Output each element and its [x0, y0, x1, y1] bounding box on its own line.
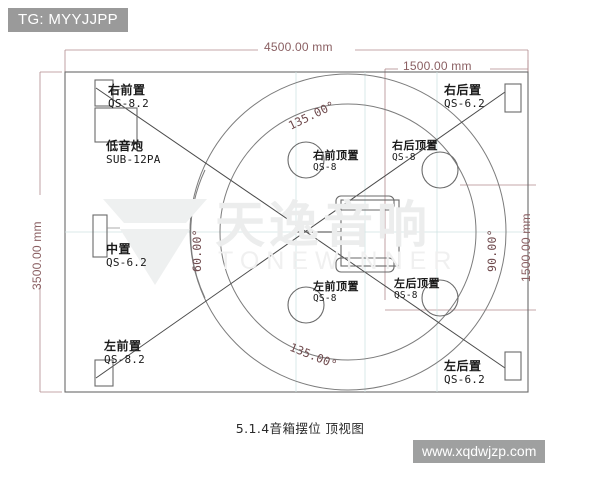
label-left-rear-name: 左后置	[444, 359, 482, 373]
label-right-front-model: QS-8.2	[108, 96, 149, 110]
label-right-rear: 右后置 QS-6.2	[444, 84, 485, 109]
axis-lines	[95, 87, 506, 379]
dimension-room-width: 4500.00 mm	[264, 40, 333, 54]
label-right-rear-top-model: QS-8	[392, 151, 416, 163]
angle-label-front-left: 60.00°	[190, 229, 204, 272]
speaker-boxes	[92, 79, 522, 387]
ceiling-speaker-left-rear-top	[421, 279, 459, 317]
speaker-box-right-rear	[504, 83, 522, 113]
speaker-box-subwoofer	[94, 107, 138, 143]
label-right-front-top-name: 右前顶置	[313, 149, 359, 162]
ceiling-speakers	[287, 141, 459, 324]
label-subwoofer-name: 低音炮	[106, 139, 144, 153]
label-right-front-name: 右前置	[108, 83, 146, 97]
label-right-rear-model: QS-6.2	[444, 96, 485, 110]
outer-circle	[189, 73, 507, 391]
label-center: 中置 QS-6.2	[106, 243, 147, 268]
inner-circle	[219, 103, 477, 361]
label-subwoofer-model: SUB-12PA	[106, 152, 161, 166]
label-right-front-top: 右前顶置 QS-8	[313, 150, 359, 173]
label-left-front: 左前置 QS-8.2	[104, 340, 145, 365]
label-right-rear-name: 右后置	[444, 83, 482, 97]
ceiling-speaker-left-front-top	[287, 286, 325, 324]
uploader-tag-badge: TG: MYYJJPP	[8, 8, 128, 32]
label-center-model: QS-6.2	[106, 255, 147, 269]
ceiling-speaker-right-rear-top	[421, 151, 459, 189]
label-left-rear-model: QS-6.2	[444, 372, 485, 386]
label-right-rear-top-name: 右后顶置	[392, 139, 438, 152]
dimension-lines	[39, 49, 536, 393]
label-left-front-top: 左前顶置 QS-8	[313, 281, 359, 304]
dimension-room-depth: 3500.00 mm	[30, 221, 44, 290]
figure-caption: 5.1.4音箱摆位 顶视图	[235, 421, 365, 436]
label-subwoofer: 低音炮 SUB-12PA	[106, 140, 161, 165]
angle-label-right: 90.00°	[485, 229, 499, 272]
speaker-box-left-rear	[504, 351, 522, 381]
speaker-box-center	[92, 214, 108, 258]
site-watermark-badge: www.xqdwjzp.com	[413, 440, 546, 463]
ceiling-speaker-right-front-top	[287, 141, 325, 179]
label-left-rear: 左后置 QS-6.2	[444, 360, 485, 385]
label-right-front: 右前置 QS-8.2	[108, 84, 149, 109]
dimension-rear-offset-top: 1500.00 mm	[403, 59, 472, 73]
label-left-front-model: QS-8.2	[104, 352, 145, 366]
speaker-box-right-front	[94, 79, 114, 107]
label-left-rear-top-model: QS-8	[394, 289, 418, 301]
listening-seat	[296, 195, 400, 273]
label-left-rear-top-name: 左后顶置	[394, 277, 440, 290]
label-center-name: 中置	[106, 242, 132, 256]
speaker-box-left-front	[94, 359, 114, 387]
label-left-front-name: 左前置	[104, 339, 142, 353]
label-right-front-top-model: QS-8	[313, 161, 337, 173]
listening-circles	[189, 73, 507, 391]
angle-arc-left	[190, 169, 206, 299]
label-right-rear-top: 右后顶置 QS-8	[392, 140, 438, 163]
leader-lines	[107, 85, 129, 229]
label-left-front-top-name: 左前顶置	[313, 280, 359, 293]
label-left-rear-top: 左后顶置 QS-8	[394, 278, 440, 301]
label-left-front-top-model: QS-8	[313, 292, 337, 304]
dimension-rear-offset-right: 1500.00 mm	[519, 213, 533, 282]
